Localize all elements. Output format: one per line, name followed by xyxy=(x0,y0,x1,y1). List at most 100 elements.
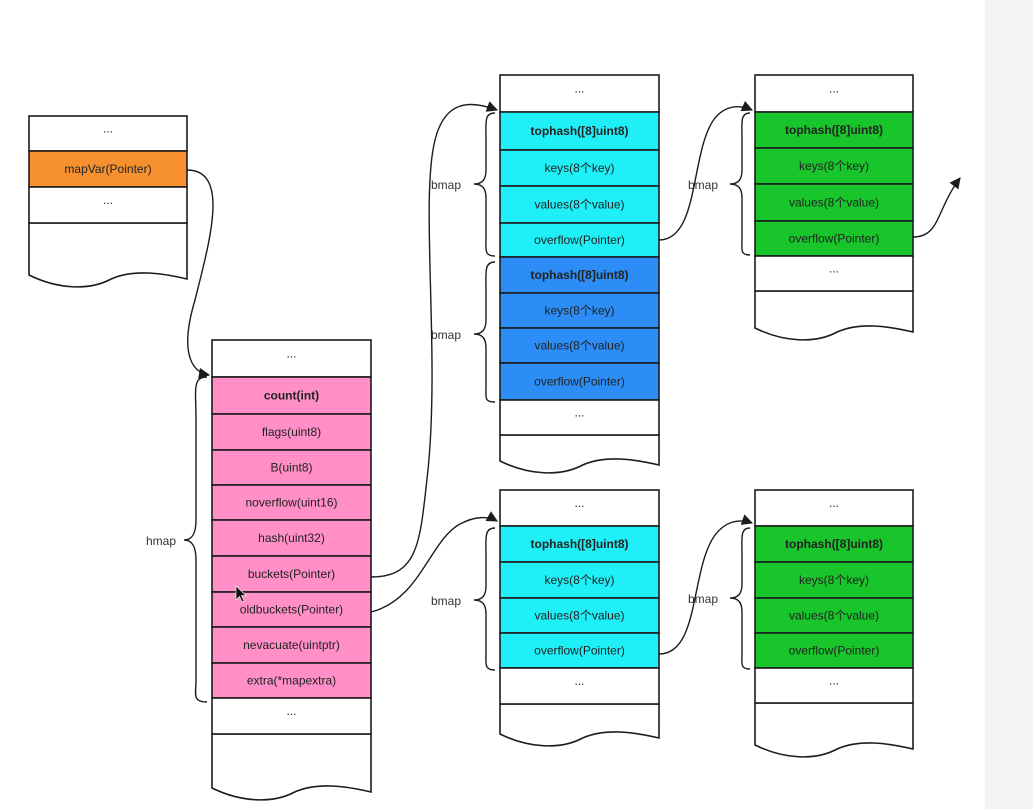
bucket-field-values-8-value: values(8个value) xyxy=(534,339,624,353)
hashmap-memory-diagram: ... mapVar(Pointer)... ... count(int) flags… xyxy=(28,74,961,801)
overflow-top-cell-tophash-8-uint8 xyxy=(754,111,914,149)
bucket-field-keys-8-key: keys(8个key) xyxy=(544,161,614,175)
overflow-bottom-cell-ellipsis xyxy=(754,667,914,704)
stack-field-mapvar-pointer: mapVar(Pointer) xyxy=(64,162,151,176)
overflow-top-field-overflow-pointer: overflow(Pointer) xyxy=(789,232,880,246)
oldbucket-field-tophash-8-uint8: tophash([8]uint8) xyxy=(531,537,629,551)
overflow-bottom-cell-values-8-value xyxy=(754,597,914,634)
overflow-bottom-field-tophash-8-uint8: tophash([8]uint8) xyxy=(785,537,883,551)
overflow-bottom-cell-overflow-pointer xyxy=(754,632,914,669)
bmap-label-5: bmap xyxy=(688,592,718,606)
hmap-field-buckets-pointer: buckets(Pointer) xyxy=(248,567,335,581)
overflow-top-field-ellipsis: ... xyxy=(829,262,839,276)
overflow-bottom-field-ellipsis: ... xyxy=(829,674,839,688)
bmap-label-2: bmap xyxy=(431,328,461,342)
hmap-brace xyxy=(183,376,208,703)
bmap-brace-3 xyxy=(729,112,751,256)
bucket-cell-values-8-value xyxy=(499,327,660,364)
bucket-cell-overflow-pointer xyxy=(499,222,660,258)
overflow-block-bottom: ... tophash([8]uint8) keys(8个key) values(8个… xyxy=(688,489,914,758)
hmap-field-b-uint8: B(uint8) xyxy=(270,461,312,475)
bucket-field-overflow-pointer: overflow(Pointer) xyxy=(534,233,625,247)
overflow-top-field-ellipsis: ... xyxy=(829,82,839,96)
overflow-top-field-tophash-8-uint8: tophash([8]uint8) xyxy=(785,123,883,137)
oldbucket-field-ellipsis: ... xyxy=(574,674,584,688)
oldbuckets-block: ... tophash([8]uint8) keys(8个key) values(8个… xyxy=(431,489,660,747)
bmap-brace-2 xyxy=(473,261,496,403)
overflow-bottom-field-keys-8-key: keys(8个key) xyxy=(799,573,869,587)
stack-cell-ellipsis xyxy=(28,186,188,224)
overflow-top-cell-ellipsis xyxy=(754,255,914,292)
hmap-field-flags-uint8: flags(uint8) xyxy=(262,425,321,439)
hmap-cell-ellipsis xyxy=(211,697,372,735)
hmap-block-torn-edge xyxy=(211,733,372,801)
overflow-next-arrow xyxy=(912,177,961,238)
stack-block-torn-edge xyxy=(28,222,188,288)
oldbuckets-to-bmap-arrow xyxy=(370,511,498,613)
oldbuckets-block-torn-edge xyxy=(499,703,660,747)
stack-field-ellipsis: ... xyxy=(103,122,113,136)
overflow-bottom-cell-ellipsis xyxy=(754,489,914,527)
buckets-to-bmap-arrow xyxy=(370,101,499,578)
hmap-field-ellipsis: ... xyxy=(286,704,296,718)
overflow-to-overflow-arrow-top xyxy=(658,100,754,241)
mouse-cursor-icon xyxy=(235,585,247,603)
oldbucket-field-ellipsis: ... xyxy=(574,496,584,510)
bmap-brace-4 xyxy=(473,527,496,671)
stack-cell-ellipsis xyxy=(28,115,188,152)
hmap-field-count-int: count(int) xyxy=(264,389,319,403)
oldbucket-field-keys-8-key: keys(8个key) xyxy=(544,573,614,587)
bucket-field-keys-8-key: keys(8个key) xyxy=(544,304,614,318)
oldbucket-field-values-8-value: values(8个value) xyxy=(534,609,624,623)
oldbucket-field-overflow-pointer: overflow(Pointer) xyxy=(534,644,625,658)
bucket-cell-keys-8-key xyxy=(499,149,660,187)
oldbucket-cell-ellipsis xyxy=(499,489,660,527)
overflow-bottom-cell-tophash-8-uint8 xyxy=(754,525,914,563)
bucket-field-tophash-8-uint8: tophash([8]uint8) xyxy=(531,124,629,138)
overflow-top-field-values-8-value: values(8个value) xyxy=(789,196,879,210)
hmap-field-oldbuckets-pointer: oldbuckets(Pointer) xyxy=(240,603,343,617)
buckets-block: ... tophash([8]uint8) keys(8个key) values(8个… xyxy=(431,74,660,474)
oldbucket-cell-tophash-8-uint8 xyxy=(499,525,660,563)
hmap-field-extra-mapextra: extra(*mapextra) xyxy=(247,674,336,688)
hmap-field-nevacuate-uintptr: nevacuate(uintptr) xyxy=(243,638,340,652)
hmap-cell-buckets-pointer xyxy=(211,555,372,593)
buckets-block-torn-edge xyxy=(499,434,660,474)
hmap-block: ... count(int) flags(uint8) B(uint8) noverfl… xyxy=(146,339,372,801)
overflow-bottom-field-overflow-pointer: overflow(Pointer) xyxy=(789,644,880,658)
bucket-cell-overflow-pointer xyxy=(499,362,660,401)
oldbucket-cell-ellipsis xyxy=(499,667,660,705)
hmap-field-noverflow-uint16: noverflow(uint16) xyxy=(245,496,337,510)
hmap-field-hash-uint32: hash(uint32) xyxy=(258,531,325,545)
hmap-field-ellipsis: ... xyxy=(286,347,296,361)
overflow-top-field-keys-8-key: keys(8个key) xyxy=(799,159,869,173)
scroll-gutter xyxy=(985,0,1033,809)
overflow-bottom-field-ellipsis: ... xyxy=(829,496,839,510)
hmap-cell-nevacuate-uintptr xyxy=(211,626,372,664)
overflow-bottom-cell-keys-8-key xyxy=(754,561,914,599)
overflow-bottom-field-values-8-value: values(8个value) xyxy=(789,609,879,623)
bucket-cell-keys-8-key xyxy=(499,292,660,329)
stack-field-ellipsis: ... xyxy=(103,193,113,207)
overflow-block-top-torn-edge xyxy=(754,290,914,341)
bmap-label-1: bmap xyxy=(431,178,461,192)
hmap-cell-ellipsis xyxy=(211,339,372,378)
overflow-top-cell-overflow-pointer xyxy=(754,220,914,257)
overflow-block-bottom-torn-edge xyxy=(754,702,914,758)
overflow-top-cell-keys-8-key xyxy=(754,147,914,185)
bucket-field-tophash-8-uint8: tophash([8]uint8) xyxy=(531,268,629,282)
bmap-brace-1 xyxy=(473,112,496,257)
hmap-cell-flags-uint8 xyxy=(211,413,372,451)
overflow-block-top: ... tophash([8]uint8) keys(8个key) values(8个… xyxy=(688,74,914,341)
bucket-cell-ellipsis xyxy=(499,399,660,436)
mapvar-to-hmap-arrow xyxy=(186,169,214,379)
hmap-label: hmap xyxy=(146,534,176,548)
overflow-top-cell-values-8-value xyxy=(754,183,914,222)
bucket-field-ellipsis: ... xyxy=(574,82,584,96)
bucket-field-ellipsis: ... xyxy=(574,406,584,420)
hmap-cell-noverflow-uint16 xyxy=(211,484,372,521)
bucket-cell-tophash-8-uint8 xyxy=(499,256,660,294)
stack-block: ... mapVar(Pointer)... xyxy=(28,115,188,288)
bmap-brace-5 xyxy=(729,527,751,670)
